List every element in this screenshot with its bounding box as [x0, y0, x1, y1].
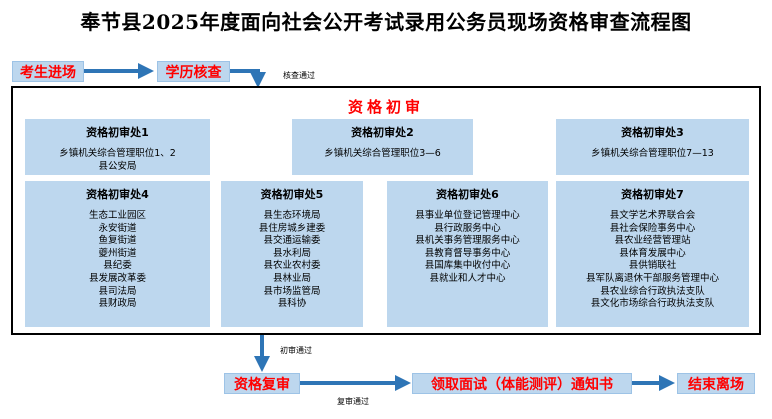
- office-item: 县司法局: [98, 285, 137, 297]
- office-item: 县农业农村委: [263, 260, 321, 272]
- step-exit: 结束离场: [677, 373, 755, 394]
- note-check-pass: 核查通过: [283, 71, 315, 80]
- office-item: 县文化市场综合行政执法支队: [590, 298, 715, 310]
- office-item: 县机关事务管理服务中心: [415, 235, 520, 247]
- office-title: 资格初审处6: [436, 188, 499, 201]
- office-item: 县教育督导事务中心: [424, 247, 511, 259]
- review-office-2: 资格初审处2 乡镇机关综合管理职位3—6: [292, 119, 473, 175]
- office-title: 资格初审处2: [351, 126, 414, 139]
- office-item: 县体育发展中心: [619, 247, 686, 259]
- office-title: 资格初审处4: [86, 188, 149, 201]
- arrow-education-to-review: [230, 69, 266, 88]
- office-item: 鱼复街道: [98, 235, 137, 247]
- note-final-pass: 复审通过: [337, 397, 369, 406]
- office-item: 生态工业园区: [88, 210, 146, 221]
- office-item: 县农业经营管理站: [614, 235, 691, 247]
- office-title: 资格初审处1: [86, 126, 149, 139]
- office-item: 县市场监管局: [263, 285, 321, 297]
- office-title: 资格初审处3: [621, 126, 684, 139]
- office-item: 县生态环境局: [263, 210, 321, 221]
- step-enter: 考生进场: [12, 61, 84, 82]
- office-item: 县文学艺术界联合会: [609, 210, 696, 221]
- review-office-4: 资格初审处4 生态工业园区 永安街道 鱼复街道 夔州街道 县纪委 县发展改革委 …: [25, 181, 210, 327]
- step-final-review: 资格复审: [224, 373, 300, 394]
- office-item: 县农业综合行政执法支队: [600, 285, 705, 297]
- page-title: 奉节县2025年度面向社会公开考试录用公务员现场资格审查流程图: [80, 10, 692, 34]
- office-item: 县住房城乡建委: [258, 222, 326, 234]
- review-office-1: 资格初审处1 乡镇机关综合管理职位1、2 县公安局: [25, 119, 210, 175]
- office-item: 县交通运输委: [263, 235, 321, 247]
- office-item: 夔州街道: [98, 247, 137, 259]
- office-item: 县公安局: [98, 160, 137, 172]
- office-item: 县纪委: [103, 260, 132, 272]
- review-office-3: 资格初审处3 乡镇机关综合管理职位7—13: [556, 119, 749, 175]
- office-item: 县水利局: [272, 247, 311, 259]
- review-office-7: 资格初审处7 县文学艺术界联合会 县社会保险事务中心 县农业经营管理站 县体育发…: [556, 181, 749, 327]
- office-title: 资格初审处7: [621, 188, 684, 201]
- office-item: 县林业局: [272, 272, 311, 284]
- office-item: 县财政局: [98, 298, 137, 310]
- office-item: 县行政服务中心: [434, 222, 501, 234]
- review-office-6: 资格初审处6 县事业单位登记管理中心 县行政服务中心 县机关事务管理服务中心 县…: [387, 181, 548, 327]
- step-notice: 领取面试（体能测评）通知书: [412, 373, 632, 394]
- office-item: 县社会保险事务中心: [609, 222, 696, 234]
- step-education-check: 学历核查: [157, 61, 230, 82]
- initial-review-frame: 资格初审 资格初审处1 乡镇机关综合管理职位1、2 县公安局 资格初审处2 乡镇…: [11, 86, 761, 335]
- office-item: 乡镇机关综合管理职位7—13: [591, 148, 714, 159]
- initial-review-title: 资格初审: [347, 98, 424, 116]
- office-item: 永安街道: [98, 222, 137, 234]
- office-item: 县军队离退休干部服务管理中心: [585, 272, 719, 284]
- office-item: 县供销联社: [628, 260, 677, 272]
- office-item: 县科协: [277, 298, 307, 310]
- review-office-5: 资格初审处5 县生态环境局 县住房城乡建委 县交通运输委 县水利局 县农业农村委…: [221, 181, 363, 327]
- office-item: 乡镇机关综合管理职位1、2: [59, 148, 176, 159]
- office-item: 县事业单位登记管理中心: [415, 210, 520, 221]
- office-title: 资格初审处5: [260, 188, 324, 201]
- office-item: 县国库集中收付中心: [424, 260, 511, 272]
- office-item: 县发展改革委: [88, 272, 146, 284]
- note-initial-pass: 初审通过: [280, 346, 312, 355]
- office-item: 县就业和人才中心: [429, 272, 506, 284]
- office-item: 乡镇机关综合管理职位3—6: [324, 148, 441, 159]
